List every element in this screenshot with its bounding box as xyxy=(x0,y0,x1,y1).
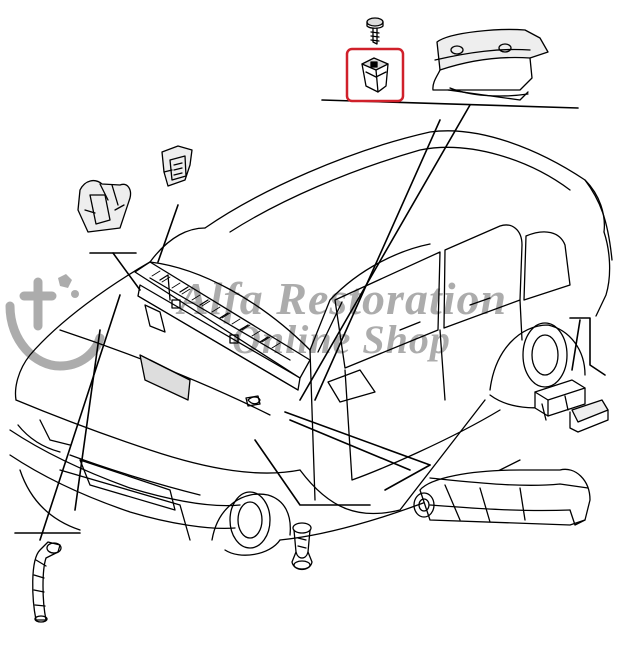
drain-hose xyxy=(32,541,62,623)
highlight-box xyxy=(345,47,405,103)
car-body-outline xyxy=(9,130,613,556)
foam-pad xyxy=(569,399,609,433)
push-clip-icon xyxy=(245,395,261,407)
screw-icon xyxy=(366,17,384,45)
air-duct-lower xyxy=(413,468,591,526)
leader-lines xyxy=(14,99,606,541)
air-duct-upper xyxy=(432,28,549,101)
retaining-nut-clip xyxy=(345,47,405,103)
rubber-grommet xyxy=(291,522,313,571)
cowl-clip-small xyxy=(161,145,193,187)
cowl-clip-large xyxy=(77,179,132,233)
duct-bracket xyxy=(534,379,586,421)
cowl-vent-panel xyxy=(134,261,311,405)
